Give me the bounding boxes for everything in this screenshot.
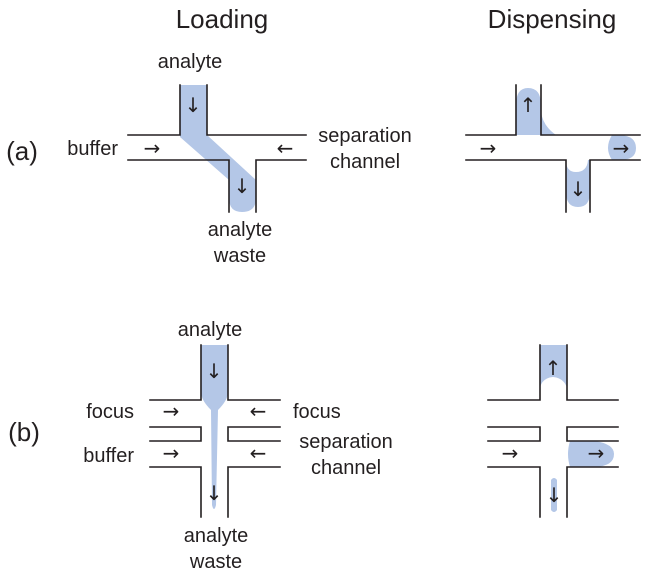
b-loading-separation-left-arrow: ← — [250, 441, 267, 465]
b-focus-right-label: focus — [293, 401, 341, 423]
a-loading-waste-arrow: ↓ — [234, 174, 251, 198]
a-loading-analyte-plug — [180, 85, 256, 212]
b-separation-label: separation — [299, 431, 392, 453]
b-dispensing-down-arrow: ↓ — [546, 483, 563, 507]
loading-title: Loading — [176, 4, 269, 34]
b-dispensing-up-arrow: ↑ — [545, 356, 562, 380]
a-loading-left-arrow: ← — [277, 136, 294, 160]
b-loading-waste-arrow: ↓ — [206, 481, 223, 505]
b-loading-analyte-stream — [201, 345, 228, 509]
b-loading-buffer-right-arrow: → — [163, 441, 180, 465]
b-dispensing-separation-arrow: → — [588, 441, 605, 465]
a-loading-right-arrow: → — [144, 136, 161, 160]
a-dispensing-right-arrow: → — [480, 136, 497, 160]
b-dispensing-top-plug — [540, 345, 567, 388]
b-waste-label-line1: analyte — [184, 525, 249, 547]
a-dispensing-separation-arrow: → — [613, 136, 630, 160]
b-loading-down-arrow: ↓ — [206, 359, 223, 383]
a-channel-label: channel — [330, 151, 400, 173]
b-channel-label: channel — [311, 457, 381, 479]
a-waste-label-line1: analyte — [208, 219, 273, 241]
b-buffer-label: buffer — [83, 445, 134, 467]
a-loading-down-arrow: ↓ — [185, 93, 202, 117]
a-dispensing-down-arrow: ↓ — [570, 177, 587, 201]
dispensing-title: Dispensing — [488, 4, 617, 34]
b-focus-left-label: focus — [86, 401, 134, 423]
b-loading-cross: ↓ → ← → ← ↓ — [149, 344, 281, 518]
b-waste-label-line2: waste — [189, 551, 242, 573]
a-separation-label: separation — [318, 125, 411, 147]
b-analyte-label: analyte — [178, 319, 243, 341]
a-dispensing-top-plug — [516, 88, 556, 135]
b-dispensing-right-arrow: → — [502, 441, 519, 465]
a-dispensing-up-arrow: ↑ — [520, 93, 537, 117]
a-dispensing-right-plug — [608, 135, 636, 160]
a-dispensing-bottom-plug — [566, 160, 590, 207]
a-analyte-label: analyte — [158, 51, 223, 73]
b-dispensing-cross: ↑ → → ↓ — [487, 344, 619, 518]
row-a-label: (a) — [6, 136, 38, 166]
a-dispensing-cross: ↑ → → ↓ — [465, 84, 641, 213]
b-dispensing-right-plug — [568, 441, 614, 467]
a-buffer-label: buffer — [67, 138, 118, 160]
a-loading-cross: ↓ → ← ↓ — [127, 84, 307, 213]
b-loading-focus-left-arrow: ← — [250, 399, 267, 423]
b-dispensing-bottom-streak — [551, 478, 557, 512]
a-waste-label-line2: waste — [213, 245, 266, 267]
b-loading-focus-right-arrow: → — [163, 399, 180, 423]
row-b-label: (b) — [8, 417, 40, 447]
